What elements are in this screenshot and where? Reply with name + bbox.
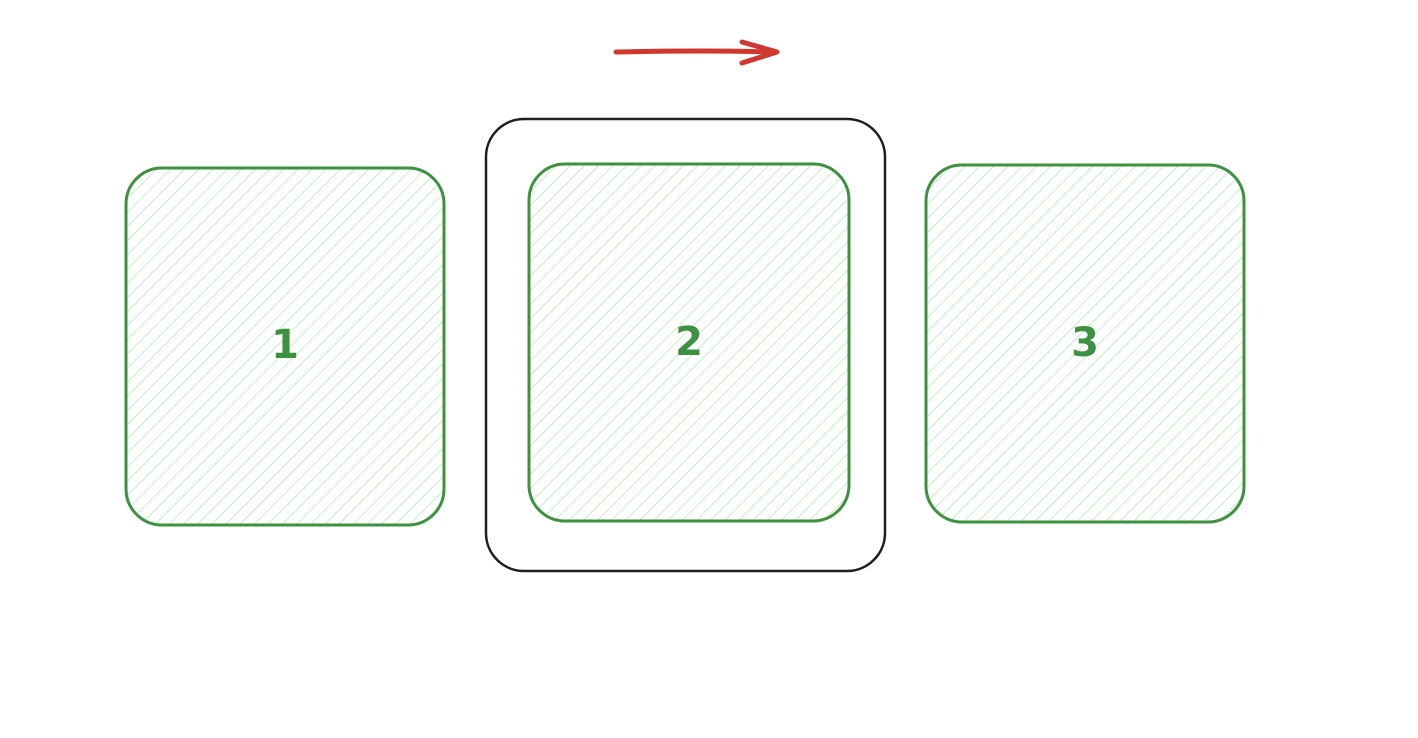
card-2[interactable]: 2 [527, 162, 851, 523]
card-label: 2 [675, 319, 703, 365]
card-label: 3 [1071, 320, 1099, 366]
card-1[interactable]: 1 [124, 166, 446, 527]
card-label: 1 [271, 322, 299, 368]
card-3[interactable]: 3 [924, 163, 1246, 524]
selection-frame[interactable] [484, 117, 887, 573]
arrow-right-icon [613, 39, 780, 66]
